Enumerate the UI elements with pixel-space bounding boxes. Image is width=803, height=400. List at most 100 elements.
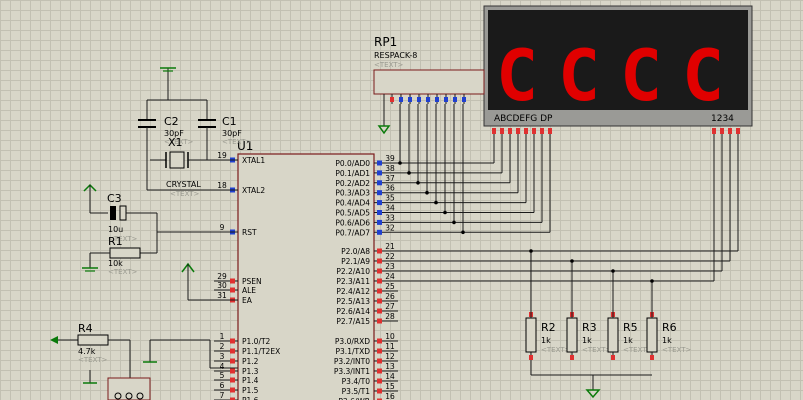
u1-pin-num: 21 (385, 242, 395, 251)
display-digit-3: C (620, 35, 662, 117)
ground-symbol (377, 125, 391, 135)
microcontroller-u1[interactable]: U1 19XTAL118XTAL29RST29PSEN30ALE31EA1P1.… (214, 139, 398, 400)
u1-pin-num: 27 (385, 302, 395, 311)
display-segment-label: ABCDEFG DP (494, 114, 553, 124)
u1-pin-num: 15 (385, 382, 395, 391)
crystal-circuit[interactable]: C2 30pF <TEXT> C1 30pF <TEXT> X1 CRYSTAL… (138, 67, 252, 198)
u1-pin-num: 34 (385, 204, 395, 213)
u1-pin-num: 11 (385, 342, 395, 351)
display-digit-label: 1234 (711, 114, 734, 124)
bus-wires (398, 104, 739, 318)
u1-pin-2[interactable]: 2P1.1/T2EX (214, 342, 280, 356)
pullup-r4-circuit[interactable]: R4 4.7k <TEXT> (50, 322, 238, 400)
r5-text: <TEXT> (623, 346, 653, 354)
u1-pin-name: P2.2/A10 (336, 267, 370, 276)
u1-pin-num: 24 (385, 272, 395, 281)
u1-pin-name: P0.1/AD1 (335, 169, 370, 178)
u1-pin-num: 33 (385, 213, 395, 222)
c3-text: <TEXT> (108, 235, 138, 243)
u1-pin-num: 29 (217, 272, 227, 281)
u1-pin-name: P1.0/T2 (242, 337, 271, 346)
resistor-pack-rp1[interactable]: RP1 RESPACK-8 <TEXT> (373, 35, 485, 135)
display-digit-2: C (558, 35, 600, 117)
u1-pin-name: P0.7/AD7 (335, 228, 370, 237)
u1-pin-name: P1.6 (242, 396, 259, 400)
u1-pin-num: 35 (385, 194, 395, 203)
u1-pin-name: P1.3 (242, 367, 259, 376)
u1-pin-4[interactable]: 4P1.3 (214, 362, 259, 376)
u1-pin-name: P1.1/T2EX (242, 347, 280, 356)
u1-pin-num: 7 (220, 391, 225, 400)
u1-pin-5[interactable]: 5P1.4 (214, 371, 259, 385)
seven-segment-display[interactable]: C C C C ABCDEFG DP 1234 (483, 5, 753, 134)
u1-pin-name: XTAL2 (242, 186, 265, 195)
u1-pin-num: 5 (220, 371, 225, 380)
u1-pin-num: 39 (385, 154, 395, 163)
u1-pin-num: 14 (385, 372, 395, 381)
u1-pin-name: P2.4/A12 (336, 287, 370, 296)
r1-ref: R1 (108, 235, 123, 248)
u1-pin-3[interactable]: 3P1.2 (214, 352, 259, 366)
u1-pin-name: P0.3/AD3 (335, 189, 370, 198)
u1-pin-num: 2 (220, 342, 225, 351)
c1-text: <TEXT> (222, 138, 252, 146)
u1-pin-num: 19 (217, 151, 227, 160)
u1-pin-num: 26 (385, 292, 395, 301)
u1-pin-name: P2.5/A13 (336, 297, 370, 306)
u1-pin-num: 22 (385, 252, 395, 261)
rp1-ref: RP1 (374, 35, 397, 49)
u1-pin-name: P3.5/T1 (342, 387, 371, 396)
u1-pin-name: P2.7/A15 (336, 317, 370, 326)
x1-ref: X1 (168, 136, 183, 149)
u1-pin-6[interactable]: 6P1.5 (214, 381, 259, 395)
c2-value: 30pF (164, 129, 184, 138)
u1-pin-num: 4 (220, 362, 225, 371)
u1-pin-name: P0.0/AD0 (335, 159, 370, 168)
reset-circuit[interactable]: C3 10u <TEXT> R1 10k <TEXT> (82, 183, 238, 301)
u1-pin-7[interactable]: 7P1.6 (214, 391, 259, 400)
u1-pin-name: P0.2/AD2 (335, 179, 370, 188)
u1-pin-name: P2.6/A14 (336, 307, 370, 316)
r5-value: 1k (623, 336, 633, 345)
u1-pin-name: P3.6/WR (338, 397, 370, 400)
u1-pin-num: 10 (385, 332, 395, 341)
u1-pin-name: P3.0/RXD (335, 337, 370, 346)
display-digit-1: C (496, 35, 538, 117)
u1-pin-16[interactable]: 16P3.6/WR (338, 392, 398, 400)
u1-pin-num: 28 (385, 312, 395, 321)
u1-pin-name: ALE (242, 286, 256, 295)
u1-pin-name: XTAL1 (242, 156, 265, 165)
u1-pin-num: 31 (217, 291, 227, 300)
u1-pin-1[interactable]: 1P1.0/T2 (214, 332, 271, 346)
u1-pin-num: 3 (220, 352, 225, 361)
